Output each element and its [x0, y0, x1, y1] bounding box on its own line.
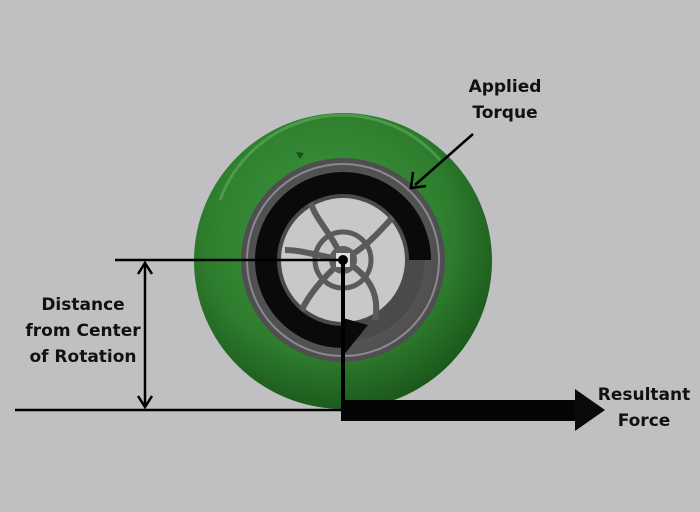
torque-pointer-arrow: [409, 133, 474, 190]
torque-arc-arrow: [255, 172, 431, 348]
resultant-force-arrow: [341, 389, 605, 431]
tread-marker-icon: [296, 152, 304, 159]
resultant-force-label: Resultant Force: [597, 385, 691, 431]
distance-label: Distance from Center of Rotation: [25, 295, 141, 367]
distance-dimension-arrow: [136, 260, 154, 410]
applied-torque-label: Applied Torque: [468, 77, 542, 123]
torque-arrow-head: [343, 318, 368, 356]
